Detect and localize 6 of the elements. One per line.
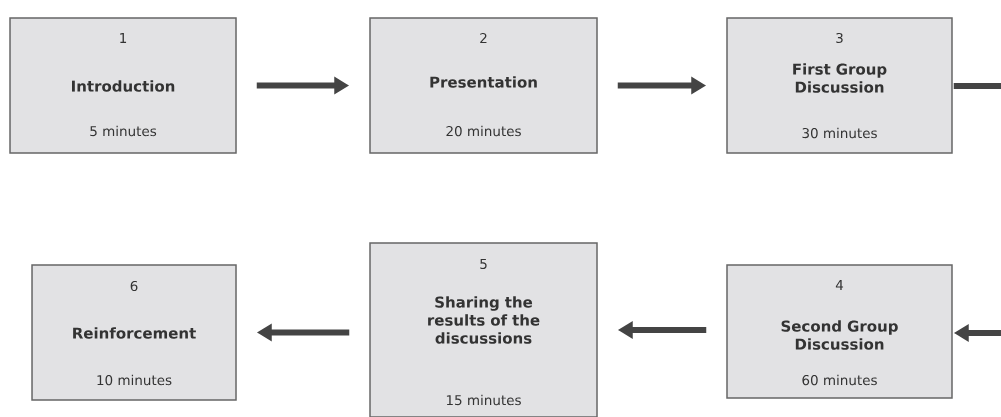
process-box: 4 Second Group Discussion 60 minutes	[726, 264, 953, 399]
process-box: 1 Introduction 5 minutes	[9, 17, 237, 154]
process-box: 5 Sharing the results of the discussions 15 minutes	[369, 242, 598, 417]
process-box: 2 Presentation 20 minutes	[369, 17, 598, 154]
process-box: 6 Reinforcement 10 minutes	[31, 264, 237, 401]
process-box: 3 First Group Discussion 30 minutes	[726, 17, 953, 154]
